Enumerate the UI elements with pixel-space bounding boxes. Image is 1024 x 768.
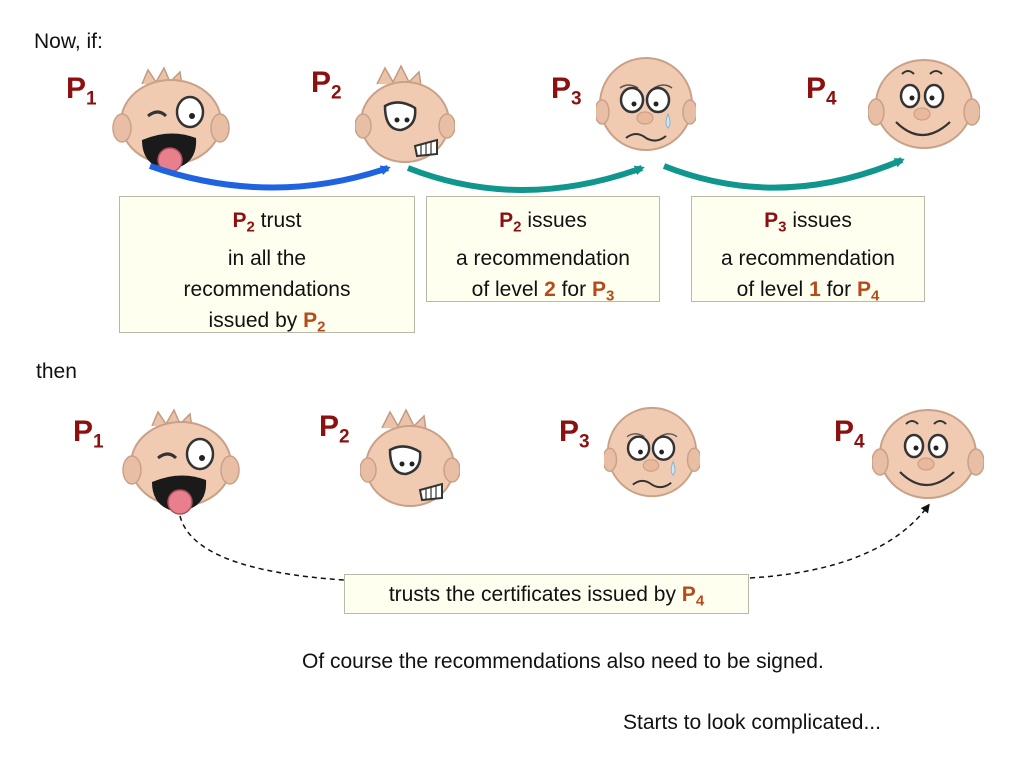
p2-label-top: P2 (311, 66, 342, 104)
grimacing-face-icon (360, 408, 460, 507)
laughing-face-icon (122, 408, 240, 515)
smiling-face-icon (868, 59, 980, 149)
worried-face-icon (596, 57, 696, 151)
p4-label-top: P4 (806, 72, 837, 110)
smiling-face-icon (872, 409, 984, 499)
p3-label-top: P3 (551, 72, 582, 110)
p1-label-bottom: P1 (73, 415, 104, 453)
grimacing-face-icon (355, 64, 455, 163)
p1-label-top: P1 (66, 72, 97, 110)
p3-label-bottom: P3 (559, 415, 590, 453)
signed-note: Of course the recommendations also need … (302, 650, 824, 673)
trust-box: P2 trust in all the recommendations issu… (119, 196, 415, 335)
then-label: then (36, 360, 77, 383)
complicated-note: Starts to look complicated... (623, 711, 881, 734)
p2-label-bottom: P2 (319, 410, 350, 448)
recommendation-box-p3: P3 issues a recommendation of level 1 fo… (691, 196, 925, 304)
intro-text: Now, if: (34, 30, 103, 53)
derived-trust-arrow (179, 506, 928, 581)
certificate-trust-box: trusts the certificates issued by P4 (344, 574, 749, 614)
recommendation-arrow-p3-p4 (662, 157, 905, 191)
recommendation-box-p2: P2 issues a recommendation of level 2 fo… (426, 196, 660, 304)
p4-label-bottom: P4 (834, 415, 865, 453)
trust-arrow (149, 163, 391, 191)
recommendation-arrow-p2-p3 (406, 165, 645, 193)
worried-face-icon (604, 406, 700, 498)
